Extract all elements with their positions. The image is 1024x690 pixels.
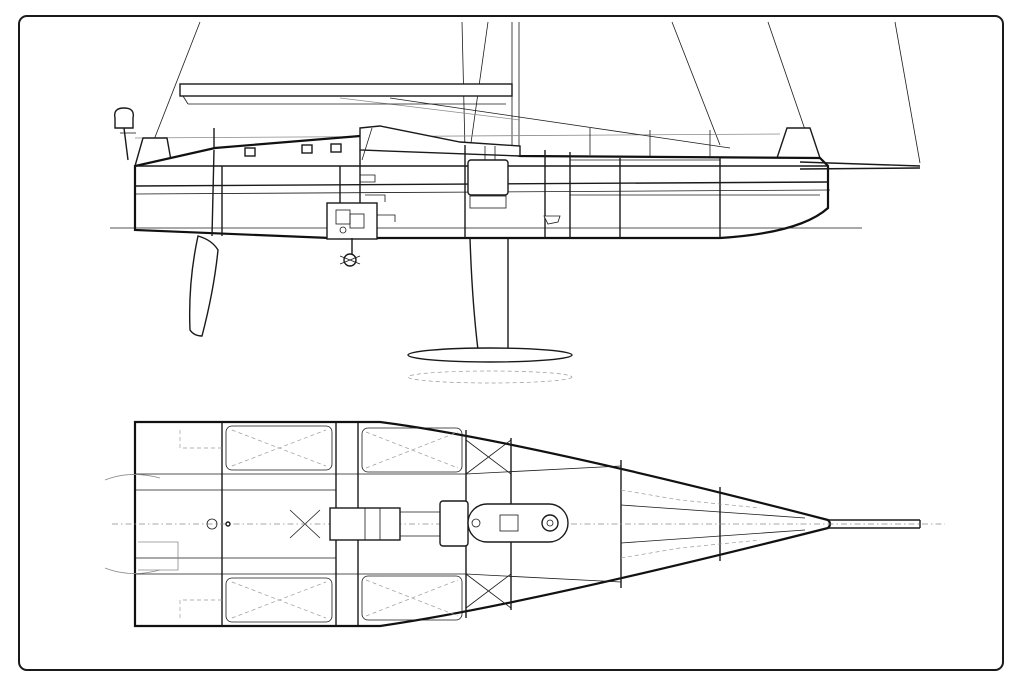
toilet xyxy=(543,215,561,225)
saloon-table xyxy=(439,500,569,547)
keel-bulb-alt xyxy=(407,370,573,384)
nav-station xyxy=(467,146,509,209)
keel-bulb xyxy=(407,347,573,363)
deck-plan xyxy=(104,420,945,628)
boom xyxy=(179,83,513,105)
vang xyxy=(339,97,521,121)
keel-fin-leading xyxy=(469,237,479,351)
rudder xyxy=(188,235,219,337)
keel xyxy=(407,237,573,384)
winches xyxy=(244,143,342,157)
radome xyxy=(114,107,136,161)
stern-fittings xyxy=(206,518,231,530)
backstay xyxy=(149,21,201,151)
bow-pulpit xyxy=(776,127,821,159)
boom-body xyxy=(179,83,513,97)
companionway-steps xyxy=(360,174,396,222)
saildrive xyxy=(339,238,361,267)
coachroof-outline xyxy=(359,125,521,157)
engine xyxy=(326,202,378,240)
construction-lines xyxy=(104,430,761,618)
side-profile xyxy=(110,21,921,384)
bowsprit-plan xyxy=(828,519,921,529)
rudder-stock xyxy=(211,149,215,237)
bobstay xyxy=(894,21,921,164)
lifeline xyxy=(134,133,781,139)
jib-sheet xyxy=(389,97,731,149)
forestay xyxy=(671,21,721,146)
centre-channel xyxy=(329,507,440,541)
deck-longitudinals xyxy=(135,465,806,583)
lockers xyxy=(225,425,463,623)
bowsprit xyxy=(799,161,921,170)
